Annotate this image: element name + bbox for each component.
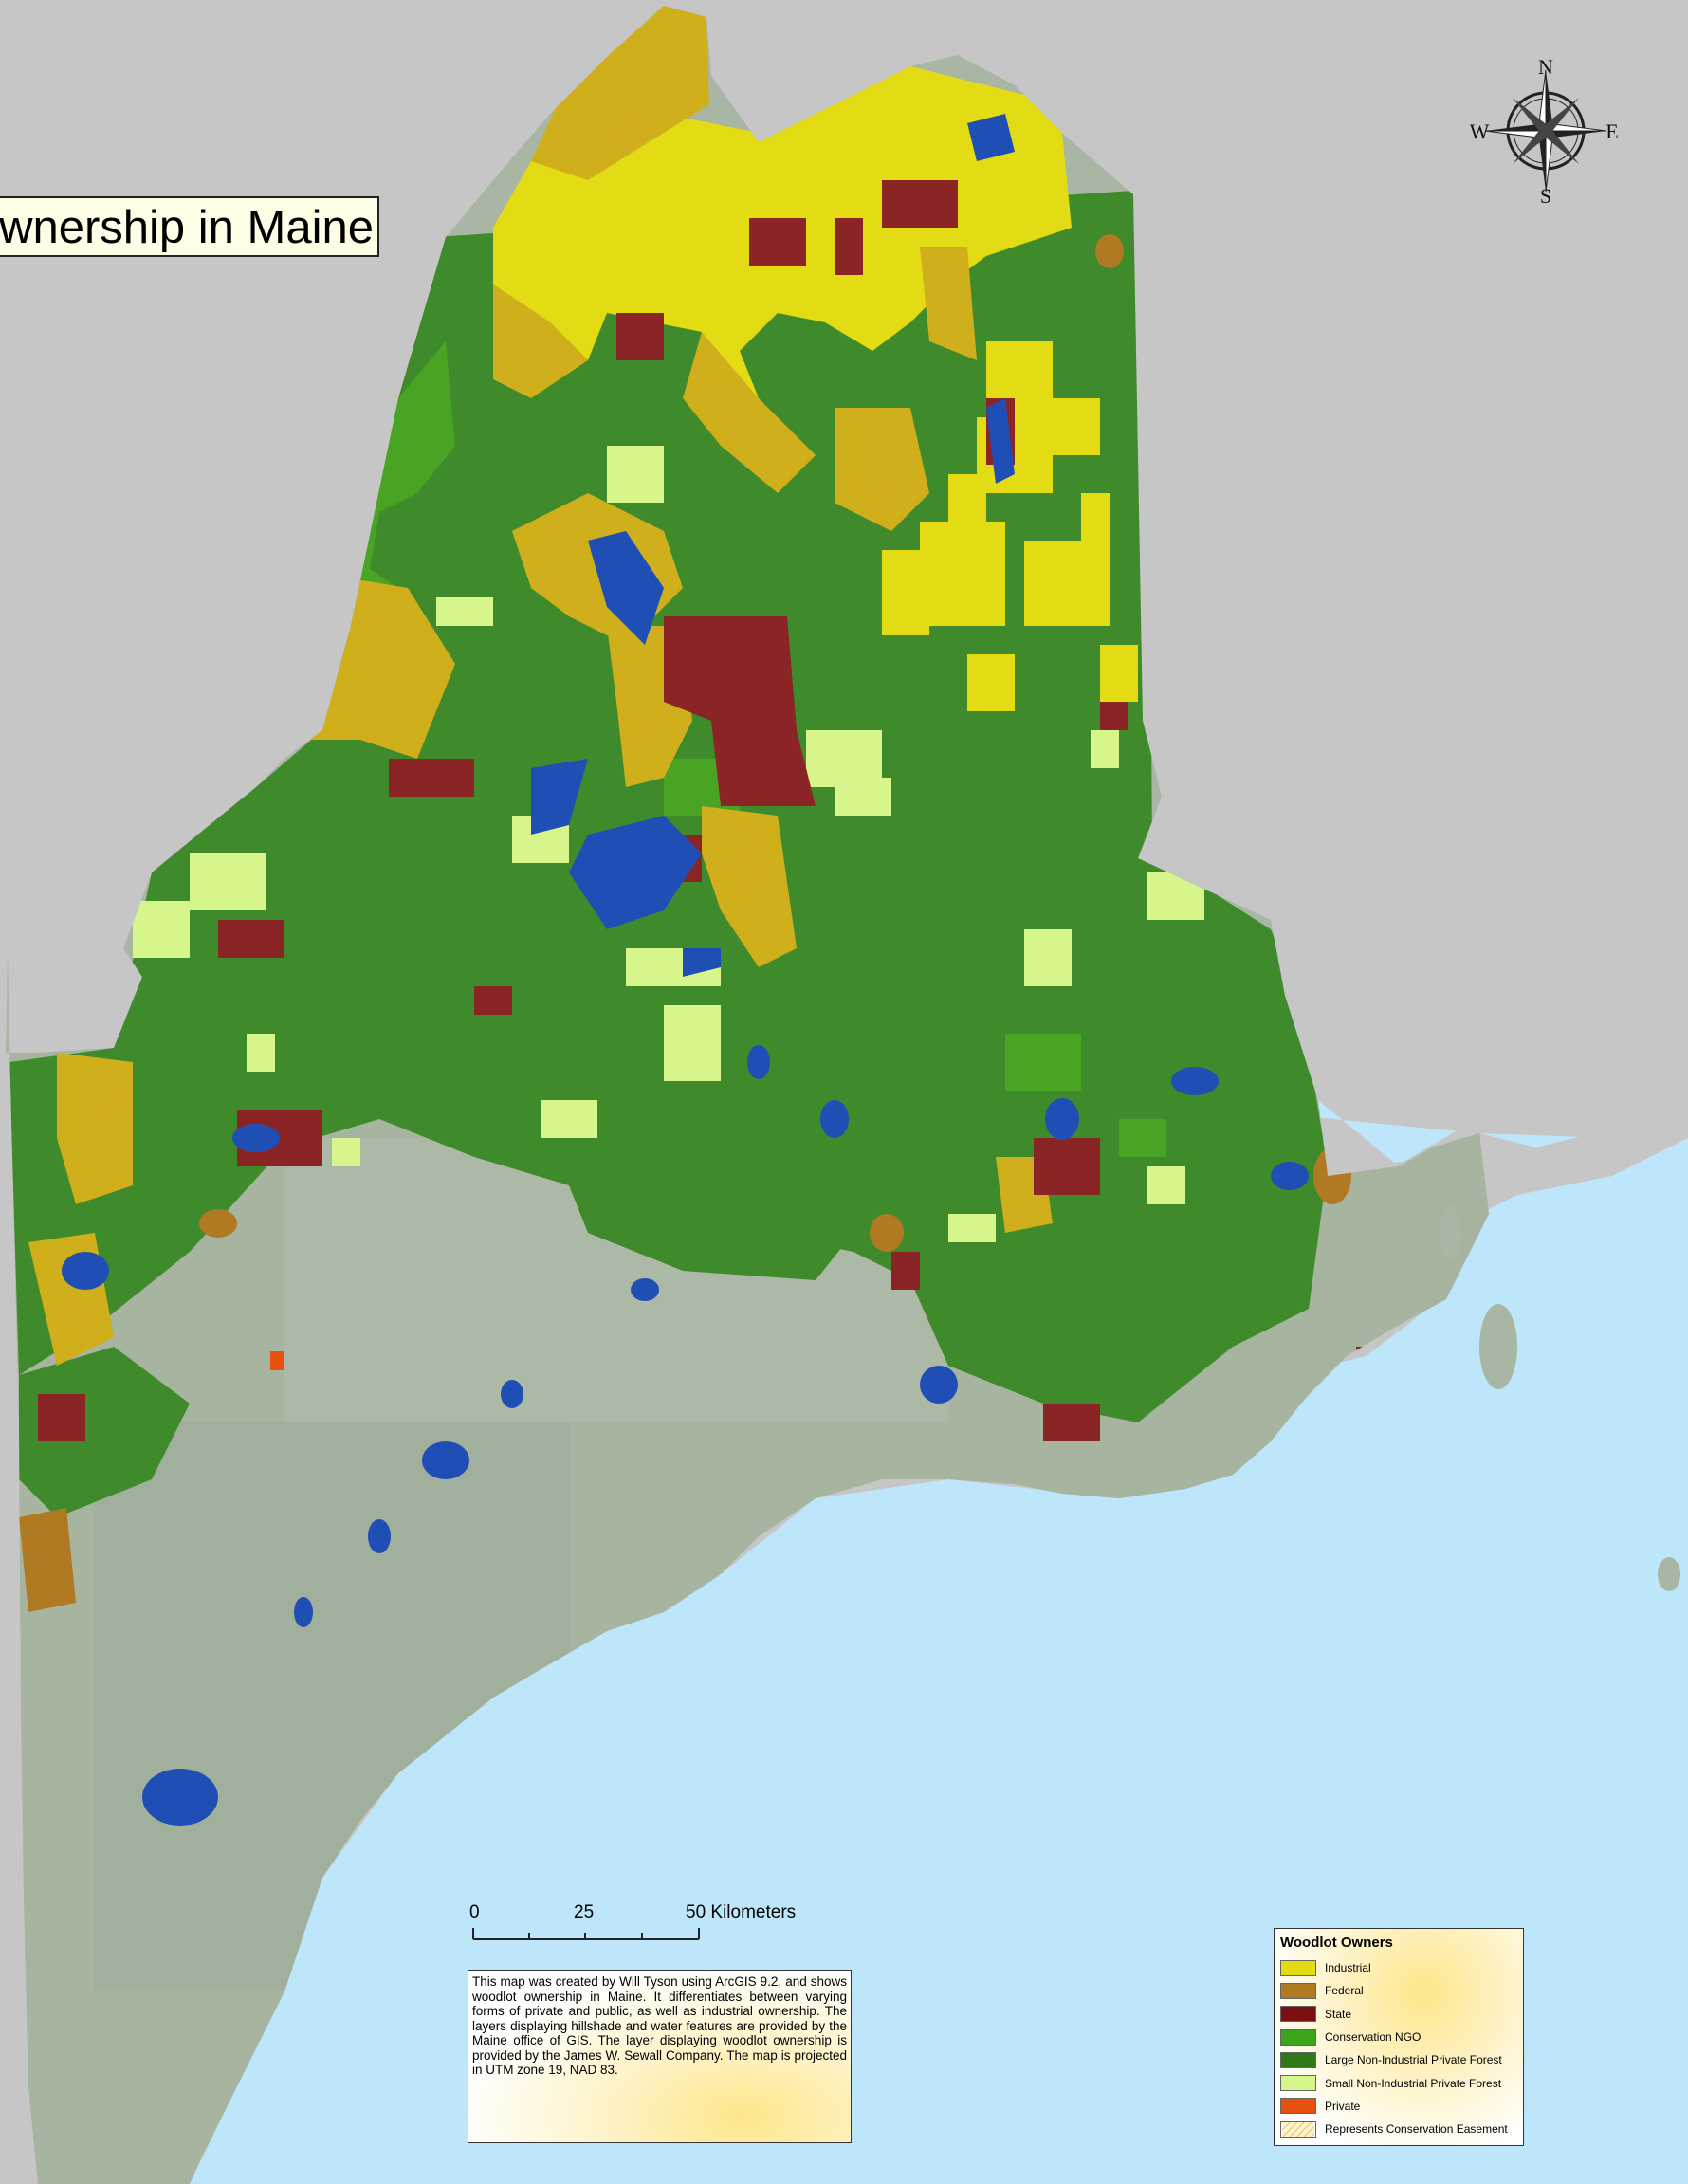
legend-item-federal: Federal xyxy=(1280,1979,1517,2002)
ocean-east xyxy=(1422,1138,1688,2184)
legend-swatch xyxy=(1280,1959,1316,1976)
legend-item-small-private-forest: Small Non-Industrial Private Forest xyxy=(1280,2071,1517,2094)
compass-south: S xyxy=(1540,184,1551,207)
legend-label: State xyxy=(1325,2007,1352,2021)
legend: Woodlot Owners Industrial Federal State … xyxy=(1274,1928,1524,2146)
islands xyxy=(1441,1204,1680,1591)
legend-item-state: State xyxy=(1280,2003,1517,2026)
scale-label-25: 25 xyxy=(574,1902,595,1922)
legend-swatch xyxy=(1280,1982,1316,1999)
legend-swatch xyxy=(1280,2098,1316,2115)
legend-label: Conservation NGO xyxy=(1325,2030,1422,2045)
scale-label-50: 50 Kilometers xyxy=(686,1902,797,1922)
legend-label: Private xyxy=(1325,2099,1361,2113)
scale-bar-ruler xyxy=(472,1928,700,1940)
compass-west: W xyxy=(1470,119,1490,143)
map-title-text: wnership in Maine xyxy=(0,202,374,253)
map-title: wnership in Maine xyxy=(0,196,379,257)
legend-label: Represents Conservation Easement xyxy=(1325,2122,1508,2137)
legend-label: Industrial xyxy=(1325,1961,1371,1975)
legend-swatch xyxy=(1280,2075,1316,2092)
legend-label: Federal xyxy=(1325,1984,1364,1998)
legend-item-conservation-easement: Represents Conservation Easement xyxy=(1280,2118,1517,2140)
legend-swatch-hatch xyxy=(1280,2120,1316,2138)
legend-swatch xyxy=(1280,2028,1316,2046)
legend-item-large-private-forest: Large Non-Industrial Private Forest xyxy=(1280,2048,1517,2071)
legend-title: Woodlot Owners xyxy=(1280,1935,1393,1951)
scale-bar: 0 25 50 Kilometers xyxy=(469,1897,830,1944)
legend-label: Small Non-Industrial Private Forest xyxy=(1325,2076,1502,2090)
legend-label: Large Non-Industrial Private Forest xyxy=(1325,2053,1502,2067)
ocean xyxy=(190,1100,1688,2184)
scale-label-0: 0 xyxy=(469,1902,480,1922)
map-credits-note: This map was created by Will Tyson using… xyxy=(468,1970,852,2143)
legend-item-industrial: Industrial xyxy=(1280,1956,1517,1979)
legend-swatch xyxy=(1280,2051,1316,2068)
compass-east: E xyxy=(1605,119,1618,143)
legend-item-conservation-ngo: Conservation NGO xyxy=(1280,2026,1517,2048)
legend-item-private: Private xyxy=(1280,2095,1517,2118)
legend-swatch xyxy=(1280,2006,1316,2023)
map-credits-text: This map was created by Will Tyson using… xyxy=(472,1974,847,2077)
compass-north: N xyxy=(1538,55,1553,79)
compass-rose-icon: N S E W xyxy=(1470,55,1619,207)
